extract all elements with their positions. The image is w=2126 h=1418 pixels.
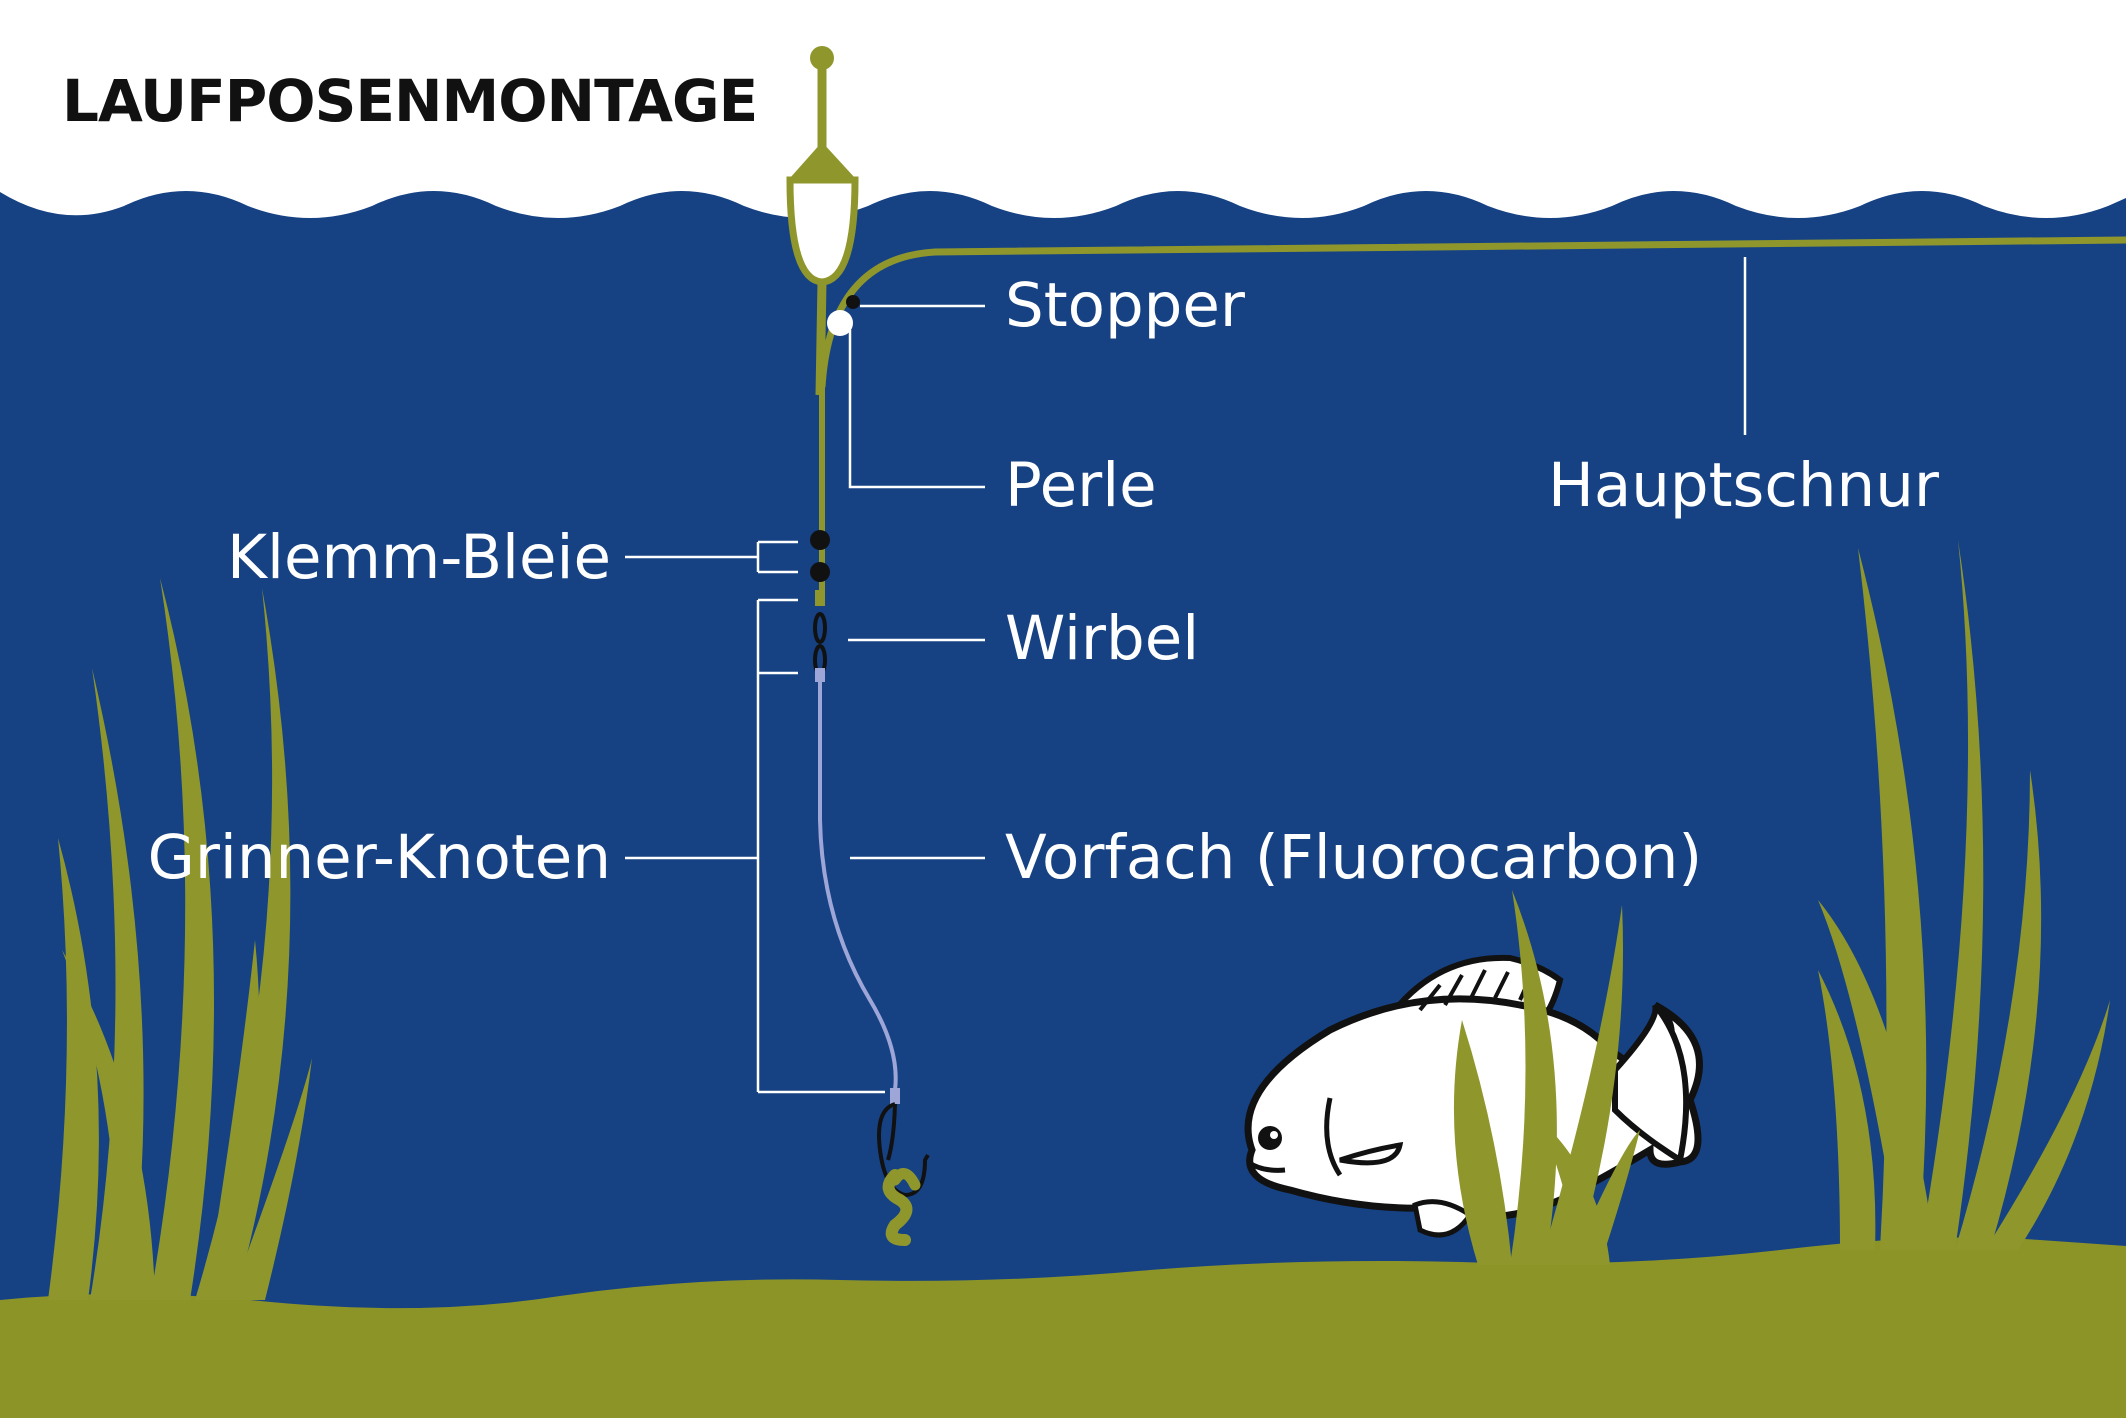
riverbed: [0, 1237, 2126, 1418]
label-hauptschnur: Hauptschnur: [1548, 450, 1939, 521]
label-grinner-knoten: Grinner-Knoten: [147, 822, 611, 893]
callout-lines: [625, 257, 1747, 1094]
water-plants-left: [48, 578, 312, 1300]
float-illustration: [786, 46, 859, 396]
split-shot-upper: [810, 530, 830, 550]
klemm-bleie-callout: [625, 540, 798, 574]
grinner-knoten-callout: [625, 598, 885, 1094]
perle-callout: [848, 330, 985, 489]
label-perle: Perle: [1005, 450, 1157, 521]
water: [0, 191, 2126, 1418]
swivel-illustration: [813, 590, 827, 682]
main-line: [818, 236, 2126, 388]
label-wirbel: Wirbel: [1005, 603, 1200, 674]
page-title: LAUFPOSENMONTAGE: [62, 67, 758, 135]
label-klemm-bleie: Klemm-Bleie: [227, 522, 611, 593]
water-plants-center: [1453, 890, 1640, 1265]
label-stopper: Stopper: [1005, 270, 1246, 341]
split-shot-lower: [810, 562, 830, 582]
stopper-knot: [846, 295, 860, 309]
water-plants-right: [1818, 540, 2110, 1250]
leader-line: [818, 680, 898, 1091]
label-vorfach: Vorfach (Fluorocarbon): [1005, 822, 1703, 893]
hook-and-bait: [877, 1088, 930, 1246]
bead: [827, 310, 853, 336]
